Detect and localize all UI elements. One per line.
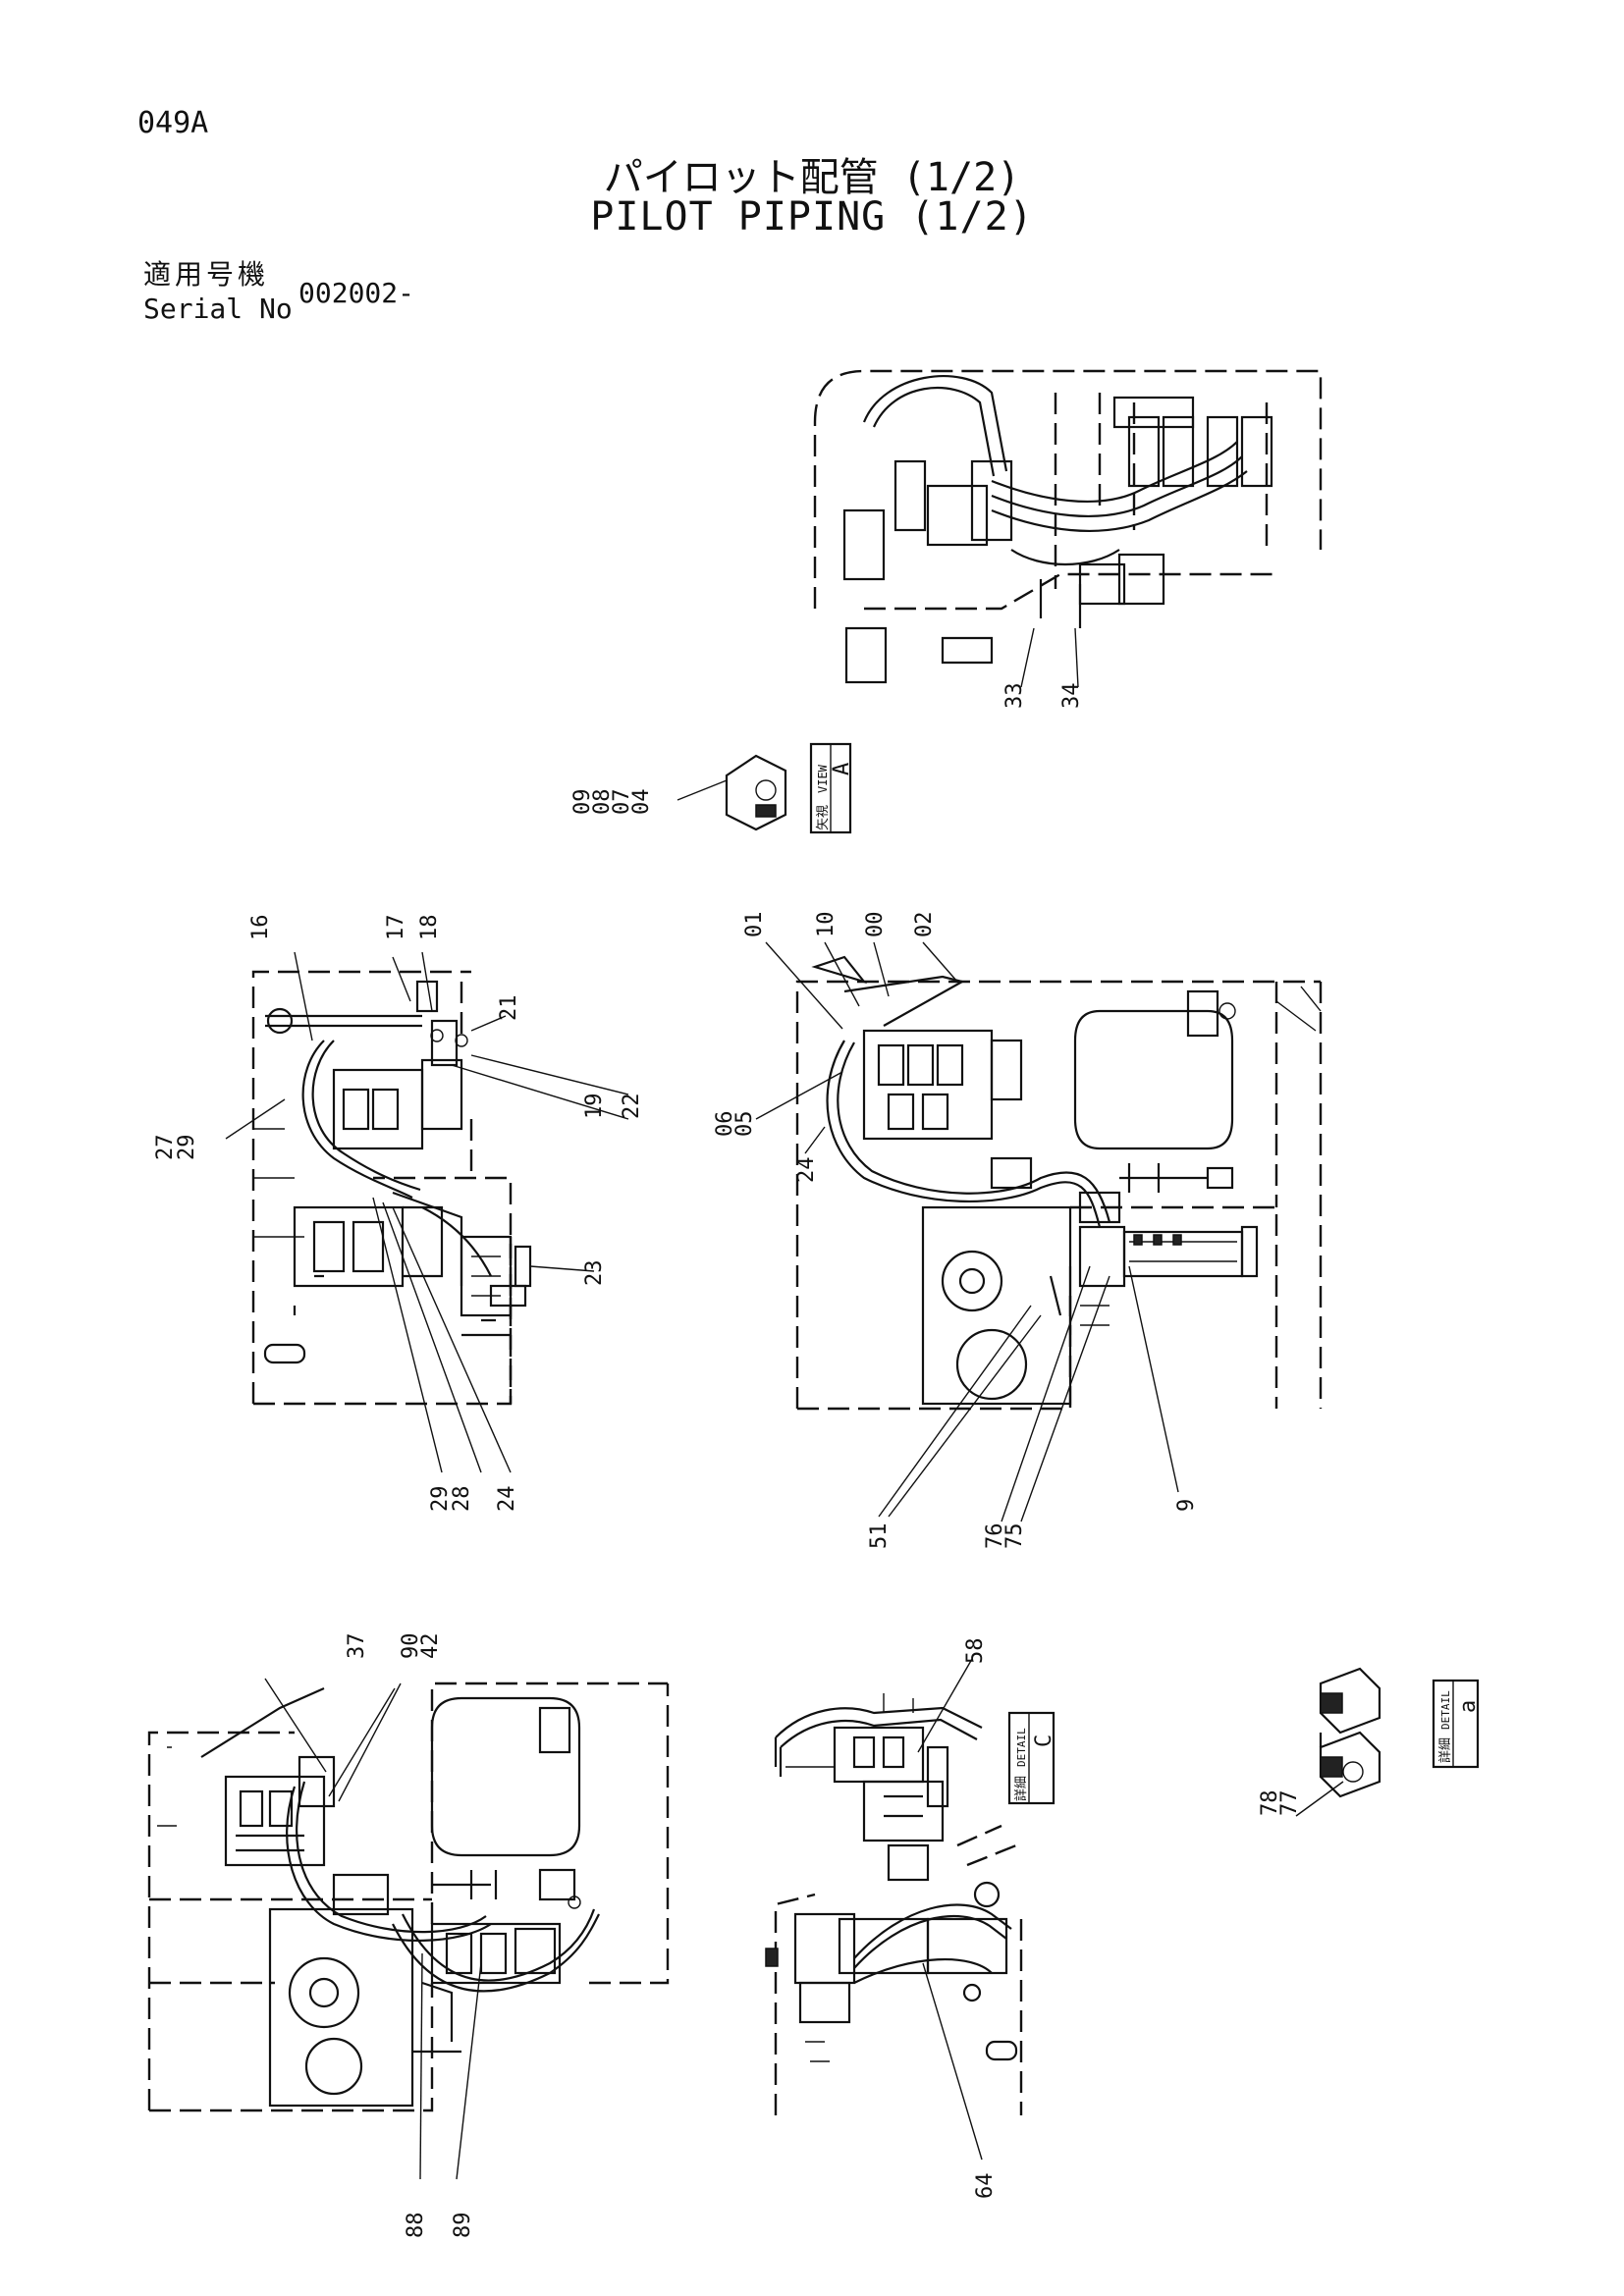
view-a-tag-letter: A — [830, 763, 854, 775]
callout-17: 17 — [384, 915, 408, 941]
callout-89: 89 — [451, 2213, 475, 2239]
callout-24-left: 24 — [495, 1486, 519, 1513]
callout-75: 75 — [1002, 1523, 1027, 1550]
detail-c-tag-letter: C — [1032, 1735, 1056, 1747]
serial-number-value: 002002- — [298, 277, 415, 309]
right-middle-view: 01 10 00 02 06 05 24 51 76 75 9 — [713, 912, 1323, 1550]
callout-33: 33 — [1002, 683, 1027, 710]
left-middle-view: 16 17 18 21 22 19 27 29 23 29 28 24 — [153, 915, 644, 1513]
callout-23: 23 — [582, 1260, 607, 1287]
callout-06: 06 — [713, 1111, 737, 1138]
serial-label-japanese: 適用号機 — [143, 258, 270, 291]
callout-10: 10 — [814, 912, 839, 938]
detail-a-tag-en: DETAIL — [1439, 1690, 1452, 1730]
detail-a-tag-letter: a — [1456, 1700, 1481, 1713]
detail-a-tag-jp: 詳細 — [1437, 1737, 1453, 1763]
callout-08: 08 — [590, 789, 615, 816]
title-english: PILOT PIPING (1/2) — [590, 194, 1034, 240]
top-view-assembly: 33 34 — [813, 369, 1323, 710]
callout-24-right: 24 — [794, 1157, 819, 1184]
callout-16: 16 — [248, 915, 273, 941]
view-a-detail: 09 08 07 04 矢視 VIEW A — [570, 742, 854, 834]
detail-a-view: 78 77 詳細 DETAIL a — [1258, 1667, 1481, 1817]
callout-07: 07 — [610, 789, 634, 816]
callout-29-upper: 29 — [175, 1135, 199, 1161]
callout-21: 21 — [497, 995, 521, 1022]
callout-51: 51 — [867, 1523, 892, 1550]
callout-28: 28 — [450, 1486, 474, 1513]
page-code: 049A — [137, 106, 209, 140]
callout-76: 76 — [983, 1523, 1007, 1550]
callout-04: 04 — [629, 789, 654, 816]
callout-78: 78 — [1258, 1790, 1282, 1817]
bottom-left-view: 37 90 42 88 89 — [147, 1633, 670, 2239]
detail-c-tag-jp: 詳細 — [1013, 1776, 1029, 1801]
callout-01: 01 — [742, 912, 767, 938]
callout-37: 37 — [345, 1633, 369, 1660]
callout-02: 02 — [912, 912, 937, 938]
callout-90: 90 — [399, 1633, 423, 1660]
callout-05: 05 — [732, 1111, 757, 1138]
callout-58: 58 — [963, 1638, 988, 1665]
callout-19: 19 — [582, 1094, 607, 1120]
callout-29-lower: 29 — [428, 1486, 453, 1513]
callout-22: 22 — [620, 1094, 644, 1120]
callout-88: 88 — [404, 2213, 428, 2239]
callout-09: 09 — [570, 789, 595, 816]
view-a-tag-en: VIEW — [816, 764, 830, 793]
detail-c-view: 58 詳細 DETAIL C 64 — [765, 1638, 1056, 2200]
serial-label-english: Serial No — [143, 293, 293, 325]
detail-c-tag-en: DETAIL — [1015, 1728, 1028, 1767]
callout-18: 18 — [417, 915, 442, 941]
callout-42: 42 — [418, 1633, 443, 1660]
callout-34: 34 — [1059, 683, 1084, 710]
callout-27: 27 — [153, 1135, 178, 1161]
callout-9: 9 — [1174, 1499, 1199, 1512]
callout-00: 00 — [863, 912, 888, 938]
callout-77: 77 — [1277, 1790, 1302, 1817]
callout-64: 64 — [973, 2173, 998, 2200]
title-japanese: パイロット配管 (1/2) — [603, 155, 1021, 200]
view-a-tag-jp: 矢視 — [816, 805, 831, 830]
